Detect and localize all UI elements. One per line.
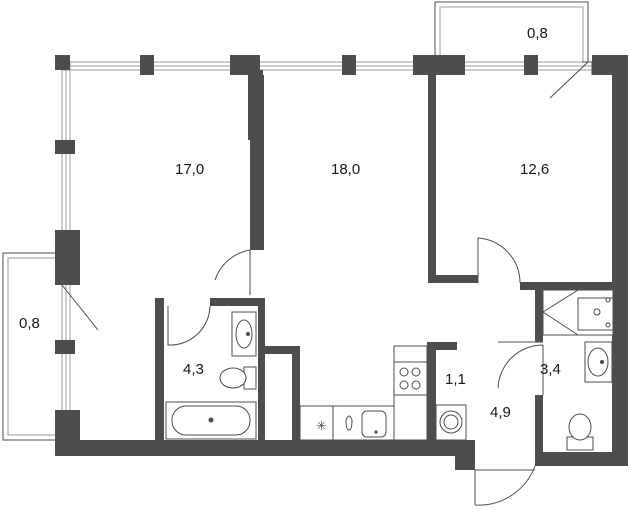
bathtub [165, 401, 257, 440]
balcony-left-area: 0,8 [19, 315, 40, 332]
room-3-area: 12,6 [520, 161, 549, 178]
balcony-top-area: 0,8 [527, 25, 548, 42]
wc-sink [584, 341, 613, 383]
bathroom-area: 4,3 [183, 361, 204, 378]
window-strips [61, 61, 593, 413]
wc-area: 3,4 [540, 361, 561, 378]
hallway-area: 4,9 [490, 404, 511, 421]
room-2-area: 18,0 [331, 161, 360, 178]
washing-machine [435, 404, 467, 441]
doors [61, 61, 593, 506]
wc-shower [542, 289, 614, 336]
walls [55, 55, 628, 470]
room-1-area: 17,0 [175, 161, 204, 178]
bathroom-sink [231, 311, 257, 357]
balcony-left-outline [2, 252, 55, 441]
bathroom-toilet [219, 366, 257, 390]
kitchen-counter: ✳ [299, 345, 428, 441]
balcony-top-outline [434, 1, 589, 62]
storage-area: 1,1 [445, 371, 466, 388]
fridge-icon: ✳ [316, 419, 327, 434]
wc-toilet [566, 413, 594, 451]
